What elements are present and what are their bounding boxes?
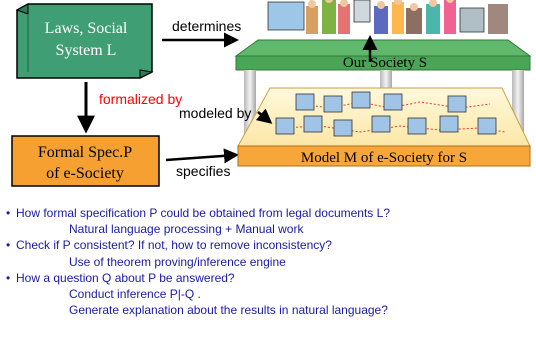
formal-spec-line2: of e-Society [46,165,124,182]
laws-label-line1: Laws, Social [45,20,128,37]
specifies-label: specifies [176,163,230,179]
e-society-diagram: Laws, Social System L determines formali… [11,0,532,187]
formal-spec-box [11,135,160,187]
society-label: Our Society S [343,55,427,71]
bullet-dot: • [6,206,11,220]
bullet-dot: • [6,238,11,253]
answer-3-1: Conduct inference P|-Q . [69,287,201,302]
answer-3-2: Generate explanation about the results i… [69,303,388,318]
question-1: • How formal specification P could be obt… [6,205,534,221]
question-3-text: How a question Q about P be answered? [16,270,235,285]
laws-scroll-shape [15,3,154,79]
society-people-illustration [267,0,508,34]
formal-spec-line1: Formal Spec.P [38,144,132,161]
model-label: Model M of e-Society for S [301,150,467,166]
modeled-by-label: modeled by [179,105,251,121]
question-list: • How formal specification P could be obt… [6,205,534,318]
bullet-dot: • [6,270,11,285]
modeled-by-pointer [255,108,273,124]
model-computer-icons [275,91,497,137]
laws-label-line2: System L [56,42,117,59]
question-1-text: How formal specification P could be obta… [16,206,390,220]
question-2-text: Check if P consistent? If not, how to re… [16,238,332,253]
determines-label: determines [172,18,241,34]
answer-2-1: Use of theorem proving/inference engine [69,254,286,269]
answer-1-1: Natural language processing + Manual wor… [69,222,304,237]
formalized-by-label: formalized by [99,91,182,107]
question-3: • How a question Q about P be answered? [6,270,534,286]
question-2: • Check if P consistent? If not, how to r… [6,237,534,253]
specifies-arrow [165,148,239,164]
